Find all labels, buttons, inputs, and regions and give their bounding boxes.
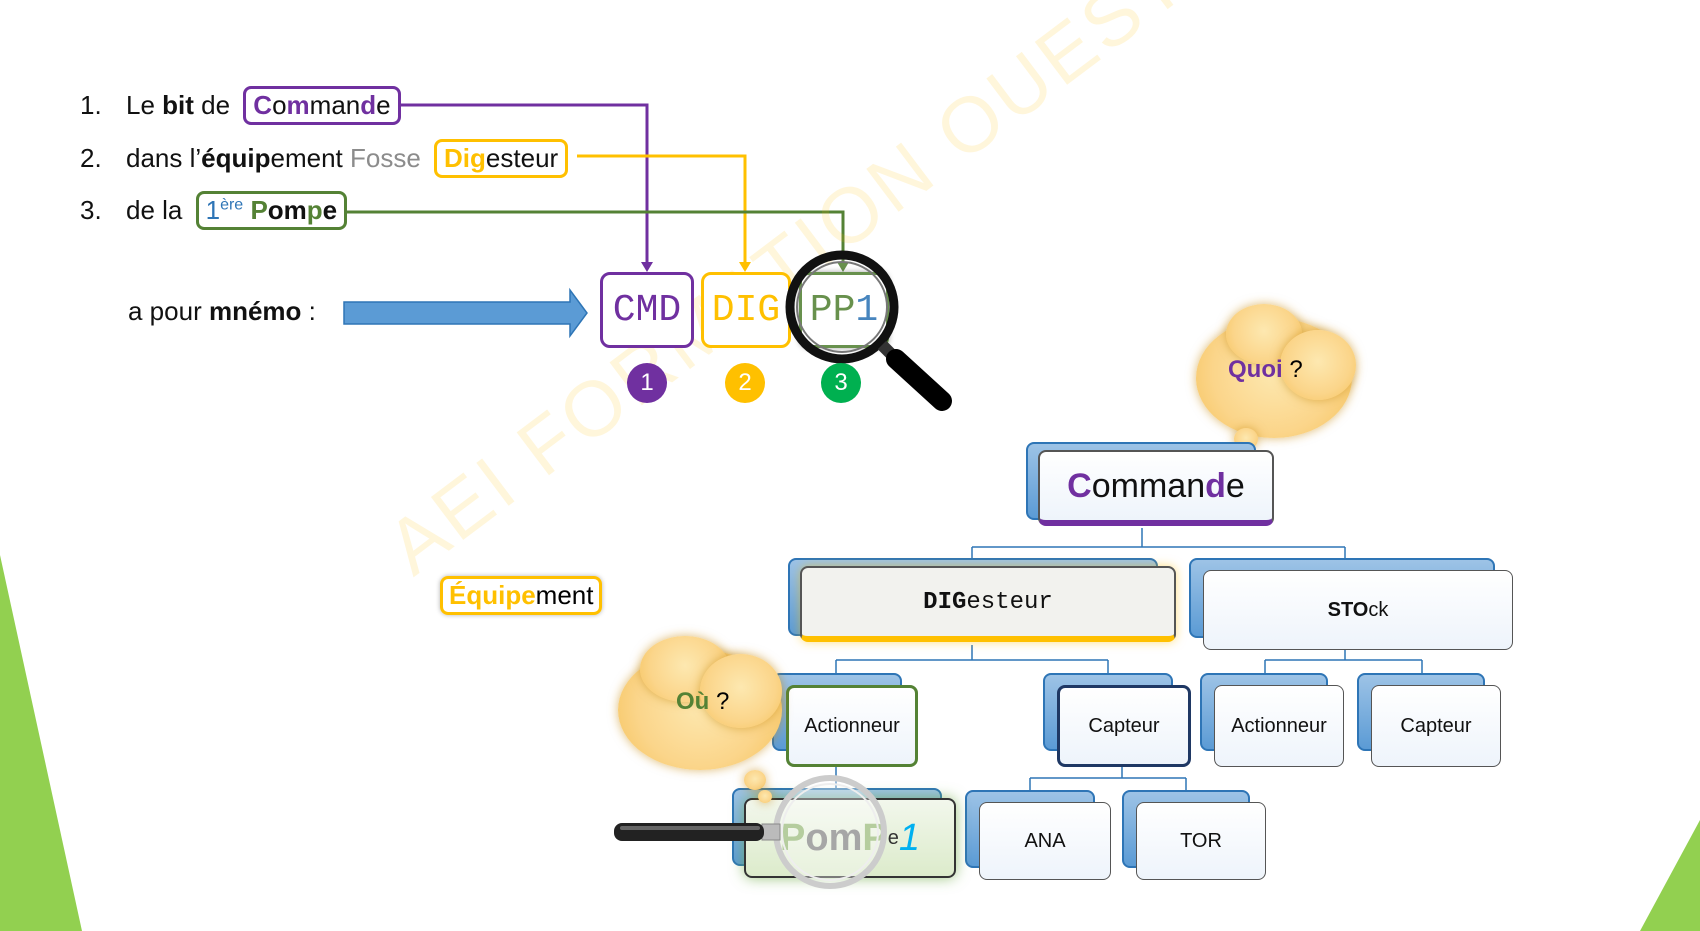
badge-2: 2 <box>725 363 765 403</box>
text: DIG <box>923 588 967 616</box>
letter: 1 <box>205 195 221 225</box>
text: ment <box>535 580 594 610</box>
letter: C <box>1067 466 1092 505</box>
ana-node: ANA <box>965 790 1111 882</box>
letter: m <box>286 90 310 120</box>
mnemo-dig-box: DIG <box>701 272 791 348</box>
text: PP <box>810 289 856 332</box>
list-bold: bit <box>162 90 194 120</box>
tor-node: TOR <box>1122 790 1266 882</box>
capteur-label: Capteur <box>1057 685 1191 767</box>
list-number: 2. <box>80 143 102 173</box>
actionneur-label: Actionneur <box>786 685 918 767</box>
letter: Dig <box>444 143 486 173</box>
letter: C <box>253 90 273 120</box>
letter: om <box>805 817 862 860</box>
capteur-label: Capteur <box>1371 685 1501 767</box>
text: ? <box>709 688 730 715</box>
letter: 1 <box>898 816 920 859</box>
letter: P <box>250 195 268 225</box>
letter: man <box>309 90 361 120</box>
quoi-text: Quoi ? <box>1228 356 1303 384</box>
text: ? <box>1282 356 1303 383</box>
commande-keyword-box: Commande <box>243 86 401 125</box>
list-number: 1. <box>80 90 102 120</box>
list-item-3: 3. de la 1ère Pompe <box>80 191 348 230</box>
actionneur-node-1: Actionneur <box>772 673 918 769</box>
equipement-label: Équipement <box>440 576 603 615</box>
letter: esteur <box>485 143 559 173</box>
letter: e <box>322 195 338 225</box>
text: STO <box>1327 598 1369 621</box>
digesteur-keyword-box: Digesteur <box>434 139 569 178</box>
letter: omman <box>1091 466 1206 505</box>
text: esteur <box>966 588 1053 616</box>
text: Quoi <box>1228 356 1283 383</box>
letter: ère <box>220 196 244 214</box>
cloud-tail <box>744 770 766 790</box>
ou-text: Où ? <box>676 688 729 716</box>
list-text: Le <box>126 90 163 120</box>
letter: e <box>887 826 899 849</box>
letter: om <box>267 195 307 225</box>
list-text: dans l’ <box>126 143 202 173</box>
capteur-node-2: Capteur <box>1357 673 1501 769</box>
cloud-puff <box>700 654 782 728</box>
text: : <box>301 296 316 326</box>
list-text: ement <box>270 143 350 173</box>
letter: e <box>376 90 391 120</box>
capteur-node-1: Capteur <box>1043 673 1191 769</box>
cloud-puff <box>1280 330 1356 400</box>
letter: P <box>780 817 805 860</box>
letter: d <box>360 90 377 120</box>
list-text: de <box>193 90 238 120</box>
text: mnémo <box>208 296 302 326</box>
text: Où <box>676 688 710 715</box>
letter: o <box>272 90 287 120</box>
text: ck <box>1368 598 1389 621</box>
pompe-keyword-box: 1ère Pompe <box>195 191 348 230</box>
actionneur-node-2: Actionneur <box>1200 673 1344 769</box>
actionneur-label: Actionneur <box>1214 685 1344 767</box>
badge-3: 3 <box>821 363 861 403</box>
ana-label: ANA <box>979 802 1111 880</box>
cloud-tail <box>758 790 772 803</box>
letter: p <box>306 195 323 225</box>
letter: d <box>1205 466 1226 505</box>
badge-1: 1 <box>627 363 667 403</box>
list-text: de la <box>126 195 190 225</box>
list-grey-text: Fosse <box>350 143 429 173</box>
list-item-1: 1. Le bit de Commande <box>80 86 401 125</box>
magnifier-icon <box>785 250 952 411</box>
list-bold: équip <box>201 143 271 173</box>
magnifier-icon <box>614 775 887 889</box>
list-number: 3. <box>80 195 102 225</box>
mnemo-cmd-box: CMD <box>600 272 694 348</box>
tor-label: TOR <box>1136 802 1266 880</box>
mnemo-label: a pour mnémo : <box>128 296 316 327</box>
text: a pour <box>128 296 209 326</box>
text: Équipe <box>449 580 536 610</box>
letter: e <box>1225 466 1245 505</box>
text: 1 <box>855 289 878 332</box>
